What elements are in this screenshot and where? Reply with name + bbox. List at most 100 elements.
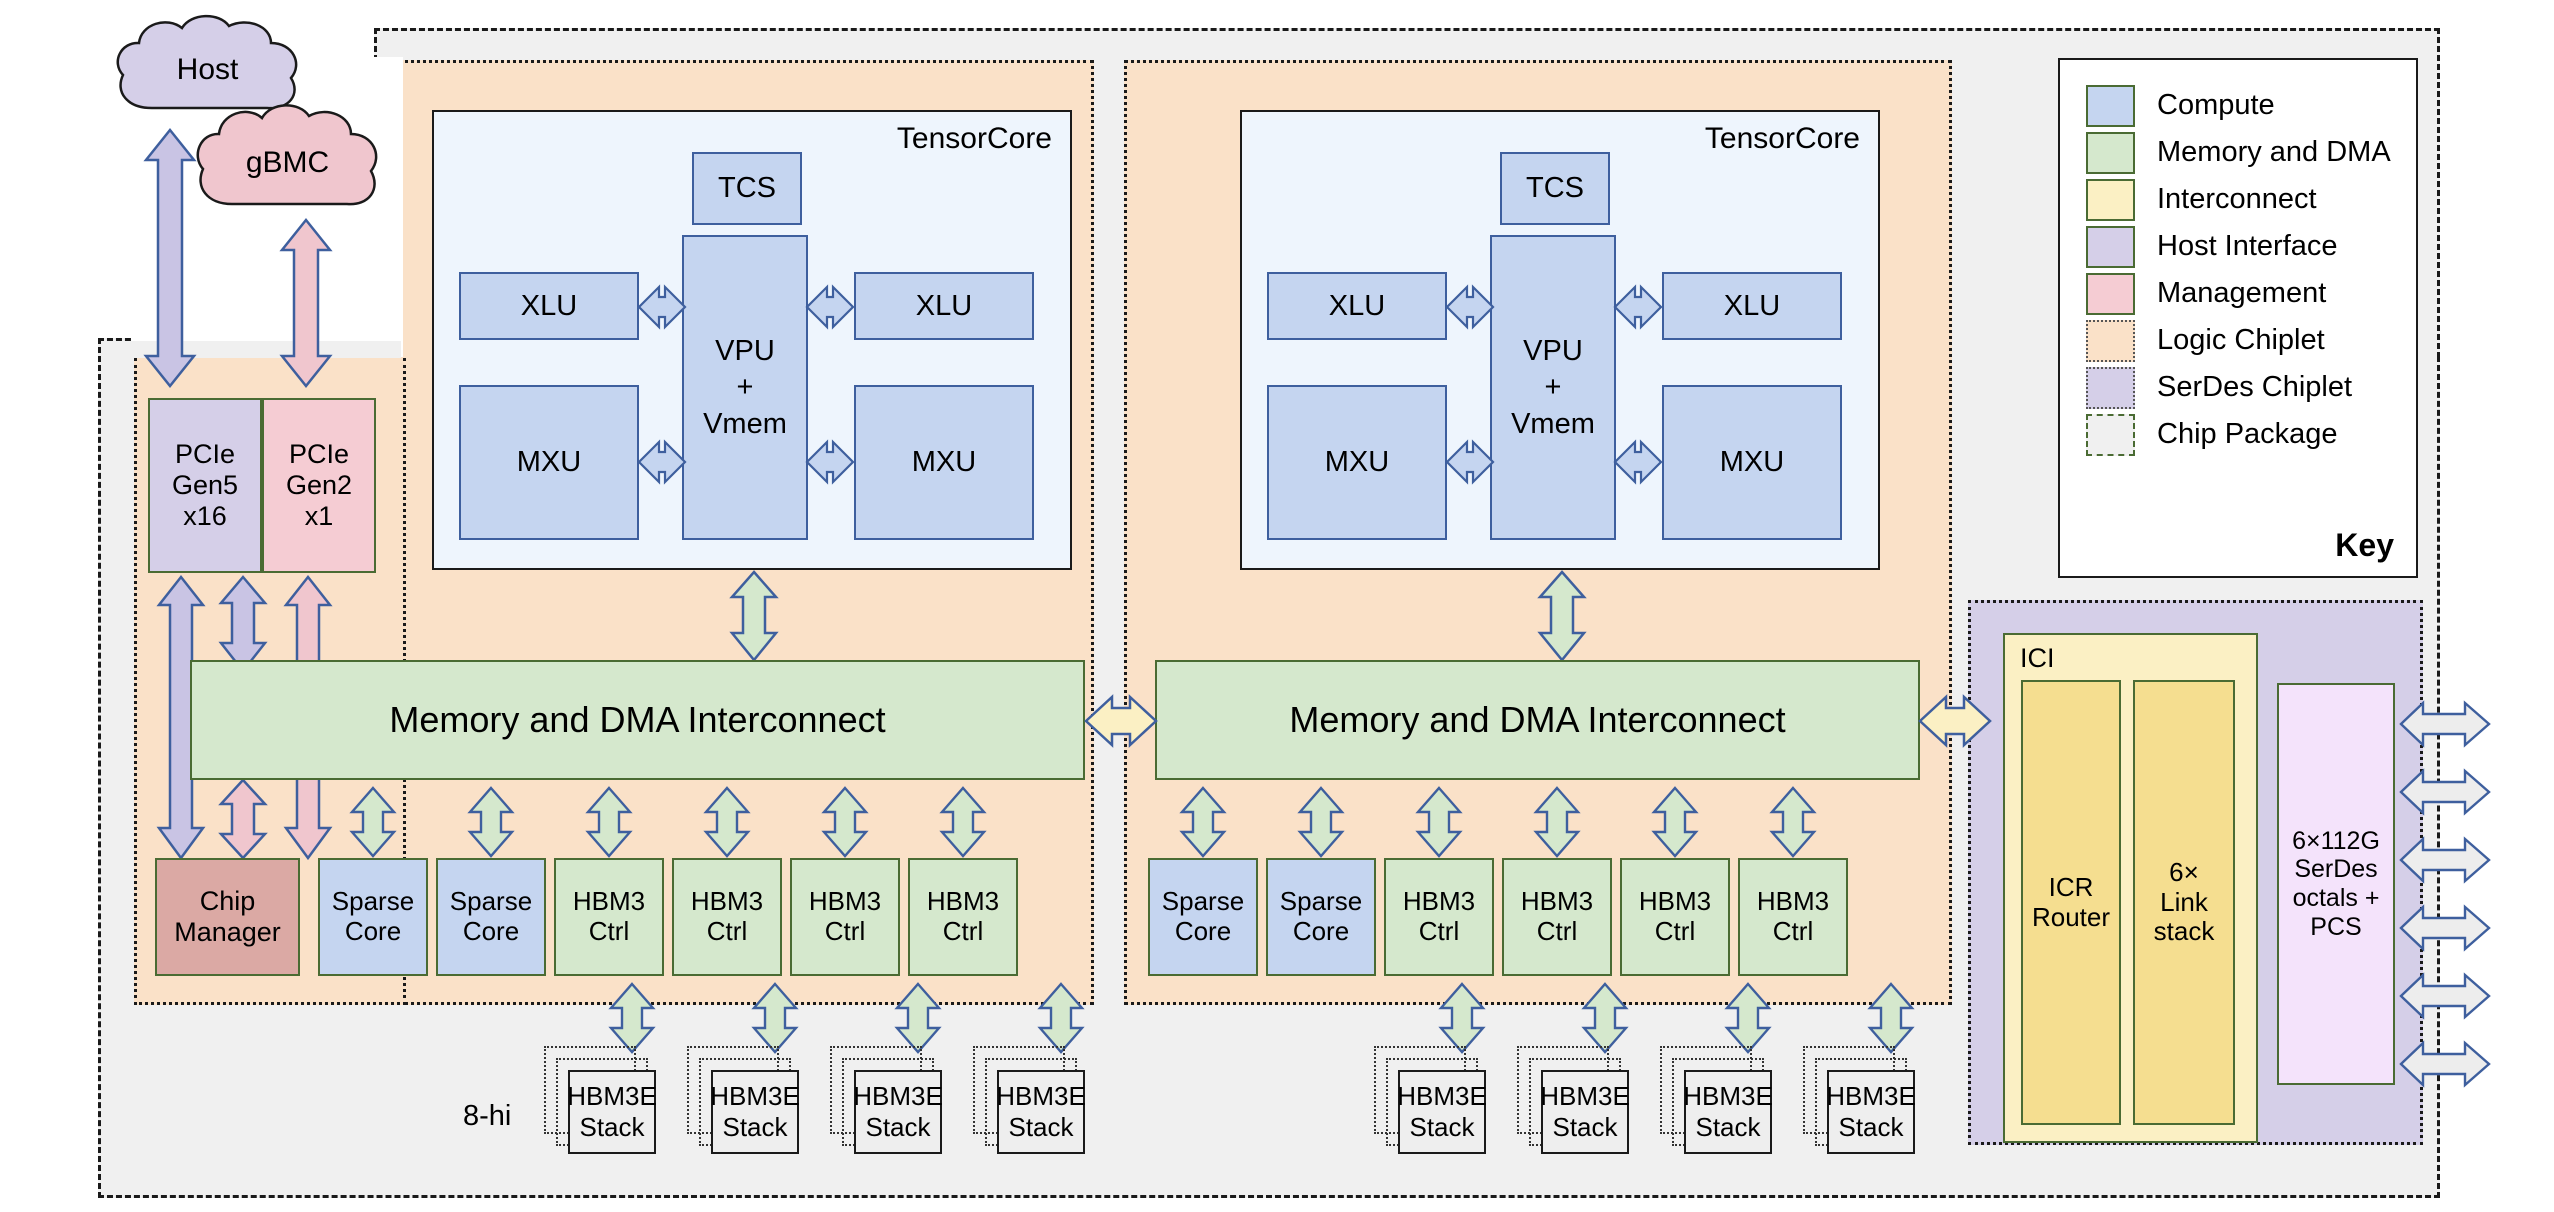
hbm3e-stack-line2: Stack <box>1695 1112 1761 1142</box>
xlu-block-right-west[interactable]: XLU <box>1267 272 1447 340</box>
pcie-gen2-line3: x1 <box>304 501 334 532</box>
key-label: Logic Chiplet <box>2157 324 2325 356</box>
serdes-link-arrow <box>2399 768 2491 816</box>
key-swatch <box>2086 366 2135 409</box>
vpu-line2: + <box>736 371 754 404</box>
vpu-vmem-block-right[interactable]: VPU + Vmem <box>1490 235 1616 540</box>
key-swatch <box>2086 178 2135 221</box>
gbmc-pcie-arrow <box>279 217 333 389</box>
chip-manager-block[interactable]: Chip Manager <box>155 858 300 976</box>
key-row: Memory and DMA <box>2086 129 2416 176</box>
hbm3-ctrl-line2: Ctrl <box>588 916 630 946</box>
tensorcore-left-interconnect-arrow <box>729 570 779 662</box>
hbm3e-stack-line1: HBM3E <box>1397 1080 1487 1111</box>
tcs-block-left[interactable]: TCS <box>692 152 802 225</box>
link-stack-line1: 6× <box>2169 856 2199 887</box>
vertical-double-arrow <box>939 786 987 858</box>
mxu-vpu-arrow-east <box>805 439 855 485</box>
host-pcie-arrow <box>143 127 197 389</box>
sparse-core-line2: Core <box>1174 916 1232 946</box>
hbm3e-stack-line2: Stack <box>722 1112 788 1142</box>
pcie-gen5-line3: x16 <box>183 501 227 532</box>
hbm3-ctrl-line1: HBM3 <box>1520 886 1594 917</box>
icr-router-line1: ICR <box>2048 871 2094 902</box>
vertical-double-arrow <box>751 982 799 1054</box>
mxu-block-left-west[interactable]: MXU <box>459 385 639 540</box>
memory-dma-interconnect-right[interactable]: Memory and DMA Interconnect <box>1155 660 1920 780</box>
link-stack-line3: stack <box>2153 916 2215 947</box>
sparse-core-line1: Sparse <box>1161 886 1245 917</box>
pcie-gen2-line2: Gen2 <box>285 469 353 500</box>
xlu-block-right-east[interactable]: XLU <box>1662 272 1842 340</box>
hbm3e-stack-line2: Stack <box>1838 1112 1904 1142</box>
vertical-double-arrow <box>585 786 633 858</box>
hbm3-ctrl-line2: Ctrl <box>1654 916 1696 946</box>
hbm3-ctrl-line1: HBM3 <box>1638 886 1712 917</box>
vertical-double-arrow <box>467 786 515 858</box>
key-label: Memory and DMA <box>2157 136 2391 168</box>
mxu-vpu-arrow-east <box>1613 439 1663 485</box>
vpu-line3: Vmem <box>703 407 787 440</box>
key-swatch <box>2086 131 2135 174</box>
serdes-octals-pcs-block[interactable]: 6×112G SerDes octals + PCS <box>2277 683 2395 1085</box>
key-swatch <box>2086 413 2135 456</box>
xlu-block-left-west[interactable]: XLU <box>459 272 639 340</box>
mxu-label: MXU <box>911 446 977 479</box>
hbm3e-stack-line1: HBM3E <box>567 1080 657 1111</box>
tensorcore-right-interconnect-arrow <box>1537 570 1587 662</box>
mxu-block-left-east[interactable]: MXU <box>854 385 1034 540</box>
sparse-core-line1: Sparse <box>449 886 533 917</box>
vertical-double-arrow <box>1867 982 1915 1054</box>
xlu-vpu-arrow-east <box>1613 284 1663 330</box>
mxu-block-right-west[interactable]: MXU <box>1267 385 1447 540</box>
hbm3-ctrl-line2: Ctrl <box>1418 916 1460 946</box>
pcie-gen5-line1: PCIe <box>174 438 236 469</box>
key-label: Compute <box>2157 89 2275 121</box>
hbm3-ctrl-line1: HBM3 <box>1756 886 1830 917</box>
icr-router-block[interactable]: ICR Router <box>2021 680 2121 1125</box>
pcie-gen2-block[interactable]: PCIe Gen2 x1 <box>262 398 376 573</box>
xlu-block-left-east[interactable]: XLU <box>854 272 1034 340</box>
key-swatch <box>2086 319 2135 362</box>
gbmc-label: gBMC <box>245 145 330 179</box>
mxu-vpu-arrow-west <box>1445 439 1495 485</box>
pcie-gen5-block[interactable]: PCIe Gen5 x16 <box>148 398 262 573</box>
vertical-double-arrow <box>703 786 751 858</box>
link-stack-block[interactable]: 6× Link stack <box>2133 680 2235 1125</box>
vpu-line2: + <box>1544 371 1562 404</box>
tcs-block-right[interactable]: TCS <box>1500 152 1610 225</box>
vertical-double-arrow <box>1581 982 1629 1054</box>
host-label: Host <box>176 52 239 86</box>
vertical-double-arrow <box>1037 982 1085 1054</box>
hbm3-ctrl-line1: HBM3 <box>572 886 646 917</box>
hbm3-ctrl-line1: HBM3 <box>1402 886 1476 917</box>
memory-dma-interconnect-left[interactable]: Memory and DMA Interconnect <box>190 660 1085 780</box>
mxu-block-right-east[interactable]: MXU <box>1662 385 1842 540</box>
tensorcore-right: TensorCore TCS VPU + Vmem XLU XLU MXU MX… <box>1240 110 1880 570</box>
vpu-vmem-block-left[interactable]: VPU + Vmem <box>682 235 808 540</box>
